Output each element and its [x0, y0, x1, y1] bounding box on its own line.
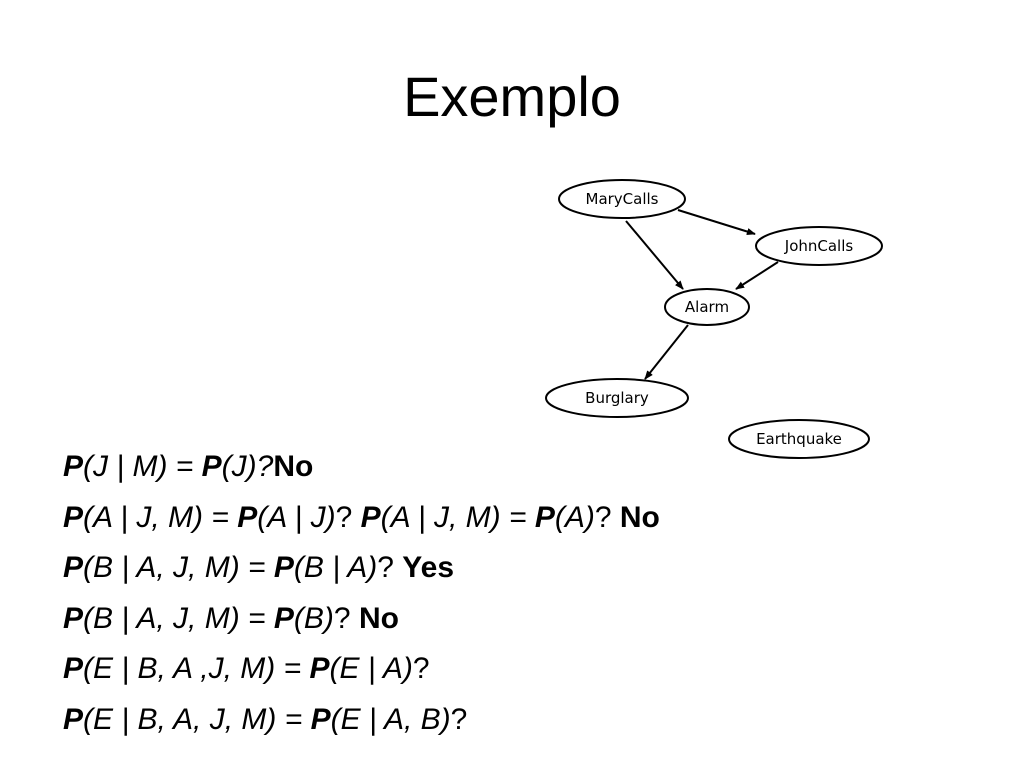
conditional-expression: (A)	[554, 500, 595, 534]
question-mark: ?	[335, 500, 361, 534]
conditional-expression: (E | B, A ,J, M) =	[83, 652, 310, 686]
prob-symbol: P	[360, 500, 381, 534]
question-mark: ?	[333, 601, 359, 635]
conditional-expression: (E | A, B)	[330, 702, 451, 736]
conditional-expression: (A | J)	[257, 500, 336, 534]
prob-symbol: P	[273, 601, 294, 635]
node-label-earthquake: Earthquake	[756, 430, 842, 448]
node-label-burglary: Burglary	[585, 389, 649, 407]
prob-symbol: P	[63, 500, 84, 534]
question-line: P(E | B, A ,J, M) = P(E | A)?	[63, 644, 660, 695]
conditional-expression: (J | M) =	[83, 450, 202, 483]
prob-symbol: P	[63, 702, 84, 736]
conditional-expression: (B | A, J, M) =	[83, 551, 274, 585]
prob-symbol: P	[63, 601, 84, 635]
slide-title: Exemplo	[403, 65, 621, 128]
node-alarm: Alarm	[664, 288, 750, 326]
conditional-expression: (B)	[293, 601, 334, 635]
prob-symbol: P	[273, 551, 294, 585]
edge-johncalls-alarm	[735, 261, 779, 290]
answer: No	[358, 601, 399, 635]
answer: No	[273, 450, 314, 483]
node-label-johncalls: JohnCalls	[784, 237, 854, 255]
question-mark: ?	[377, 551, 403, 585]
question-mark: ?	[256, 450, 274, 483]
question-line: P(B | A, J, M) = P(B | A)? Yes	[63, 543, 660, 594]
conditional-expression: (E | B, A, J, M) =	[83, 702, 311, 736]
answer: No	[619, 500, 660, 534]
edge-marycalls-johncalls	[677, 209, 756, 236]
conditional-expression: (J)	[221, 450, 257, 483]
node-burglary: Burglary	[545, 378, 689, 418]
prob-symbol: P	[309, 652, 330, 686]
edge-marycalls-alarm	[625, 220, 684, 290]
prob-symbol: P	[237, 500, 258, 534]
node-label-alarm: Alarm	[685, 298, 729, 316]
node-marycalls: MaryCalls	[558, 179, 686, 219]
node-earthquake: Earthquake	[728, 419, 870, 459]
question-mark: ?	[594, 500, 620, 534]
prob-symbol: P	[201, 450, 222, 483]
edge-alarm-burglary	[644, 324, 689, 380]
conditional-expression: (E | A)	[329, 652, 413, 686]
conditional-expression: (A | J, M) =	[83, 500, 238, 534]
prob-symbol: P	[63, 652, 84, 686]
prob-symbol: P	[534, 500, 555, 534]
network-svg: MaryCalls JohnCalls Alarm Burglary Earth…	[545, 179, 883, 459]
answer: Yes	[402, 551, 455, 585]
question-line: P(E | B, A, J, M) = P(E | A, B)?	[63, 695, 660, 746]
independence-questions: P(J | M) = P(J)?No P(A | J, M) = P(A | J…	[63, 442, 660, 746]
prob-symbol: P	[310, 702, 331, 736]
node-label-marycalls: MaryCalls	[586, 190, 659, 208]
node-johncalls: JohnCalls	[755, 226, 883, 266]
conditional-expression: (B | A)	[293, 551, 378, 585]
prob-symbol: P	[63, 551, 84, 585]
question-line: P(B | A, J, M) = P(B)? No	[63, 594, 660, 645]
conditional-expression: (A | J, M) =	[380, 500, 535, 534]
question-line: P(A | J, M) = P(A | J)? P(A | J, M) = P(…	[63, 493, 660, 544]
question-mark: ?	[450, 702, 468, 736]
bayesian-network-diagram: MaryCalls JohnCalls Alarm Burglary Earth…	[530, 165, 900, 475]
conditional-expression: (B | A, J, M) =	[83, 601, 274, 635]
question-line: P(J | M) = P(J)?No	[63, 442, 660, 493]
prob-symbol: P	[63, 450, 84, 483]
question-mark: ?	[412, 652, 430, 686]
